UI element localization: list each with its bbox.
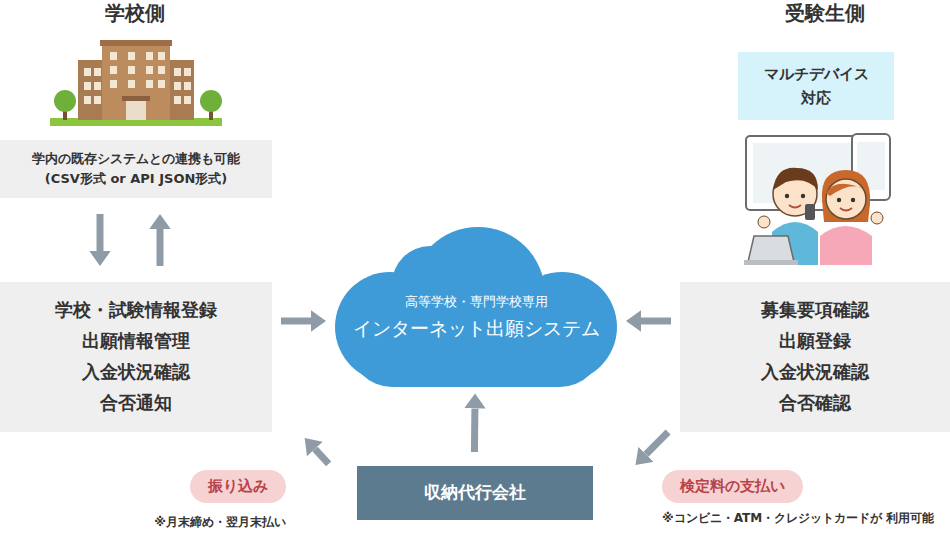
school-building [50, 40, 222, 126]
node-text: 合否通知 [100, 388, 172, 419]
system-cloud: 高等学校・専門学校専用インターネット出願システム [330, 222, 622, 390]
integration-box: 学内の既存システムとの連携も可能 (CSV形式 or API JSON形式) [0, 140, 272, 198]
node-text: マルチデバイス 対応 [756, 62, 876, 110]
flow-arrow [281, 318, 311, 325]
note-text: ※月末締め・翌月末払い [120, 514, 320, 531]
node-text: 学校・試験情報登録 [55, 295, 217, 326]
node-text: インターネット出願システム [353, 313, 600, 343]
node-text: 入金状況確認 [82, 357, 190, 388]
students-illustration [744, 134, 890, 265]
applicant-functions-box: 募集要項確認出願登録入金状況確認合否確認 [680, 282, 950, 432]
node-text: 収納代行会社 [424, 481, 526, 505]
node-text: 出願情報管理 [82, 326, 190, 357]
flow-arrow [646, 432, 668, 454]
flow-arrow [641, 318, 671, 325]
multi-device-badge: マルチデバイス 対応 [738, 52, 894, 120]
edge-label-pill: 検定料の支払い [662, 470, 803, 503]
flow-arrow [157, 229, 164, 266]
node-text: 合否確認 [779, 388, 851, 419]
node-text: 入金状況確認 [761, 357, 869, 388]
payment-agency-box: 収納代行会社 [357, 466, 593, 520]
flow-arrow [315, 449, 329, 464]
node-text: 学内の既存システムとの連携も可能 (CSV形式 or API JSON形式) [10, 149, 262, 189]
side-heading: 学校側 [0, 0, 270, 26]
side-heading: 受験生側 [700, 0, 950, 26]
school-functions-box: 学校・試験情報登録出願情報管理入金状況確認合否通知 [0, 282, 272, 432]
flow-arrow [471, 408, 478, 452]
edge-label-pill: 振り込み [190, 470, 286, 503]
note-text: ※コンビニ・ATM・クレジットカードが 利用可能 [662, 510, 942, 527]
node-text: 出願登録 [779, 326, 851, 357]
flow-arrow [97, 214, 104, 251]
node-text: 募集要項確認 [761, 295, 869, 326]
node-text: 高等学校・専門学校専用 [405, 292, 548, 313]
